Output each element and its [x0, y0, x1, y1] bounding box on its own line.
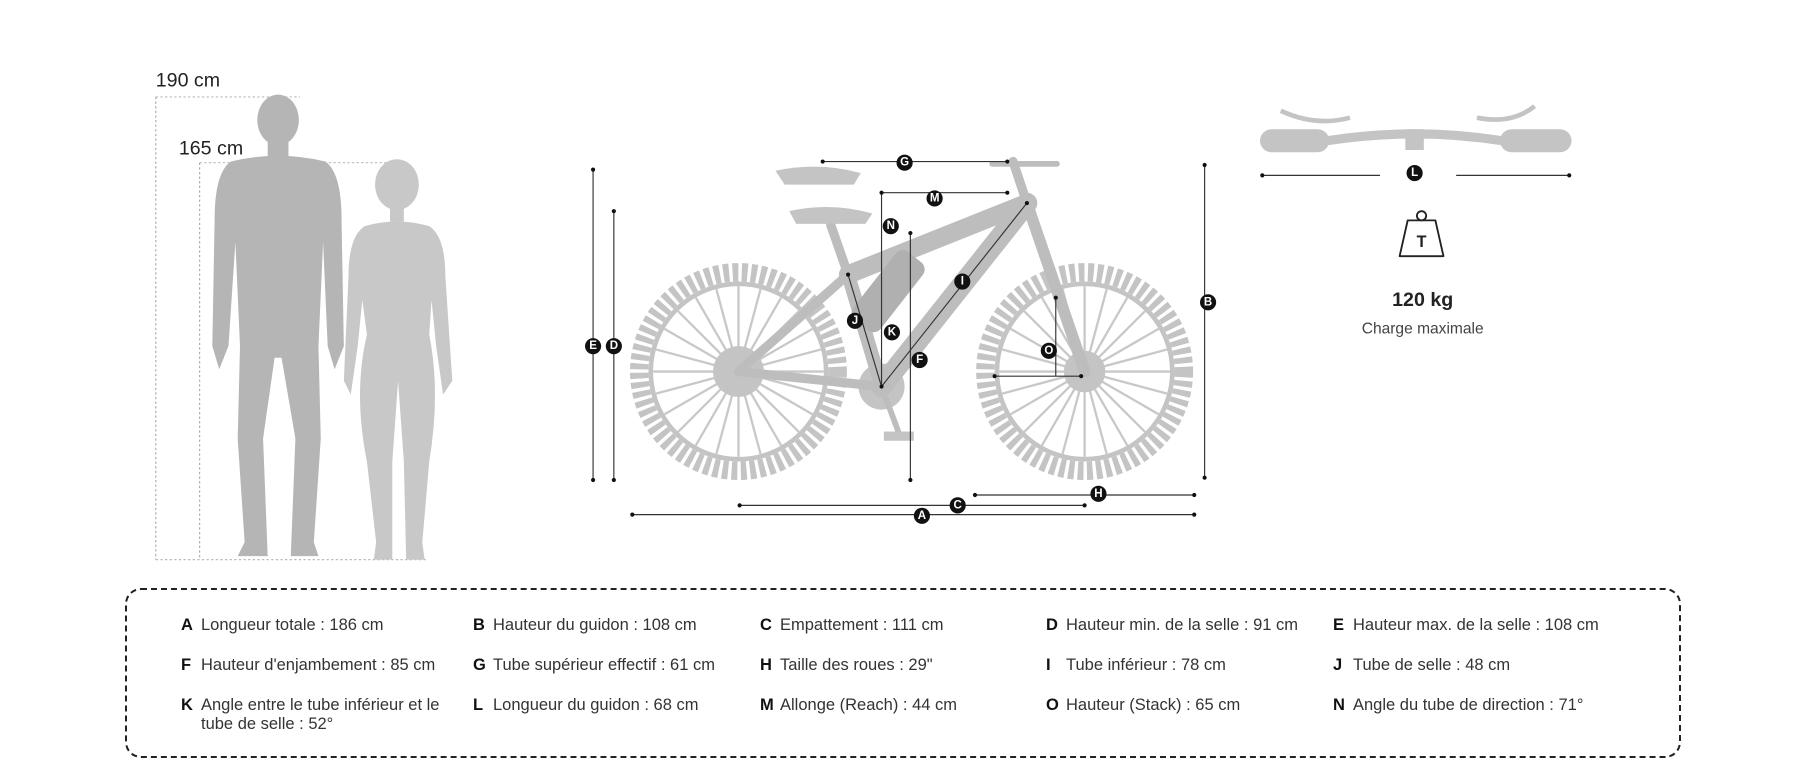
legend-text: Hauteur d'enjambement : 85 cm — [201, 656, 436, 674]
dimension-lines — [591, 159, 1572, 517]
svg-text:E: E — [589, 340, 597, 352]
legend-letter: I — [1046, 656, 1051, 674]
legend-item-c: C Empattement : 111 cm — [760, 616, 1045, 635]
legend-text: Hauteur (Stack) : 65 cm — [1066, 696, 1241, 714]
svg-text:L: L — [1411, 167, 1418, 179]
legend-letter: K — [181, 696, 193, 714]
marker-k: K — [883, 324, 900, 341]
legend-text: Allonge (Reach) : 44 cm — [780, 696, 957, 714]
legend-letter: O — [1046, 696, 1059, 714]
measurements-legend: A Longueur totale : 186 cm B Hauteur du gui… — [125, 588, 1681, 758]
marker-a: A — [913, 507, 930, 524]
legend-text: Longueur du guidon : 68 cm — [493, 696, 699, 714]
legend-item-k: K Angle entre le tube inférieur et le tub… — [181, 696, 466, 734]
bike-silhouette — [629, 156, 1194, 481]
legend-text: Angle entre le tube inférieur et le tube… — [201, 696, 440, 733]
legend-text: Tube supérieur effectif : 61 cm — [493, 656, 715, 674]
svg-text:J: J — [852, 315, 858, 327]
legend-text: Empattement : 111 cm — [780, 616, 944, 634]
svg-text:N: N — [887, 220, 895, 232]
marker-f: F — [911, 351, 928, 369]
man-silhouette — [212, 94, 344, 557]
legend-letter: A — [181, 616, 193, 634]
legend-item-n: N Angle du tube de direction : 71° — [1333, 696, 1618, 715]
svg-text:T: T — [1417, 233, 1427, 251]
legend-item-h: H Taille des roues : 29" — [760, 656, 1045, 675]
legend-text: Hauteur du guidon : 108 cm — [493, 616, 697, 634]
marker-h: H — [1090, 485, 1107, 502]
legend-text: Longueur totale : 186 cm — [201, 616, 384, 634]
marker-e: E — [585, 338, 602, 355]
dimension-markers: G M N I J K F O E D B H C A L — [585, 154, 1423, 524]
marker-d: D — [605, 338, 622, 355]
marker-b: B — [1200, 294, 1217, 311]
weight-icon: T — [1398, 210, 1445, 258]
marker-n: N — [882, 218, 899, 235]
marker-j: J — [846, 312, 864, 329]
svg-text:B: B — [1204, 296, 1212, 308]
legend-item-l: L Longueur du guidon : 68 cm — [473, 696, 758, 715]
legend-letter: L — [473, 696, 484, 714]
woman-silhouette — [343, 159, 453, 560]
svg-text:O: O — [1044, 345, 1053, 357]
height-label-short: 165 cm — [179, 138, 243, 160]
marker-c: C — [949, 497, 966, 514]
legend-item-f: F Hauteur d'enjambement : 85 cm — [181, 656, 466, 675]
legend-letter: N — [1333, 696, 1345, 714]
svg-text:D: D — [610, 340, 618, 352]
legend-letter: F — [181, 656, 192, 674]
legend-item-g: G Tube supérieur effectif : 61 cm — [473, 656, 758, 675]
legend-letter: D — [1046, 616, 1058, 634]
legend-text: Hauteur max. de la selle : 108 cm — [1353, 616, 1599, 634]
marker-l: L — [1406, 165, 1423, 182]
legend-item-m: M Allonge (Reach) : 44 cm — [760, 696, 1045, 715]
legend-item-j: J Tube de selle : 48 cm — [1333, 656, 1618, 675]
legend-text: Tube inférieur : 78 cm — [1066, 656, 1226, 674]
legend-item-b: B Hauteur du guidon : 108 cm — [473, 616, 758, 635]
legend-item-e: E Hauteur max. de la selle : 108 cm — [1333, 616, 1618, 635]
svg-text:F: F — [916, 354, 923, 366]
legend-item-d: D Hauteur min. de la selle : 91 cm — [1046, 616, 1331, 635]
legend-text: Tube de selle : 48 cm — [1353, 656, 1511, 674]
legend-letter: E — [1333, 616, 1345, 634]
legend-letter: G — [473, 656, 486, 674]
legend-letter: M — [760, 696, 774, 714]
svg-text:I: I — [961, 276, 964, 288]
svg-text:A: A — [918, 510, 927, 522]
max-load-label: Charge maximale — [1362, 320, 1484, 337]
svg-text:M: M — [930, 192, 940, 204]
svg-text:G: G — [900, 157, 909, 169]
height-label-tall: 190 cm — [156, 70, 220, 92]
legend-letter: J — [1333, 656, 1343, 674]
legend-letter: H — [760, 656, 772, 674]
legend-item-a: A Longueur totale : 186 cm — [181, 616, 466, 635]
marker-o: O — [1040, 342, 1057, 359]
marker-g: G — [896, 154, 913, 171]
handlebar-silhouette — [1260, 104, 1572, 153]
svg-text:H: H — [1094, 488, 1102, 500]
marker-m: M — [926, 190, 943, 207]
marker-i: I — [954, 273, 971, 290]
legend-item-o: O Hauteur (Stack) : 65 cm — [1046, 696, 1331, 715]
legend-letter: B — [473, 616, 485, 634]
svg-text:C: C — [954, 499, 962, 511]
max-load-value: 120 kg — [1392, 289, 1453, 311]
legend-item-i: I Tube inférieur : 78 cm — [1046, 656, 1331, 675]
legend-letter: C — [760, 616, 772, 634]
svg-text:K: K — [888, 326, 897, 338]
legend-text: Taille des roues : 29" — [780, 656, 933, 674]
legend-text: Angle du tube de direction : 71° — [1353, 696, 1584, 714]
legend-text: Hauteur min. de la selle : 91 cm — [1066, 616, 1299, 634]
